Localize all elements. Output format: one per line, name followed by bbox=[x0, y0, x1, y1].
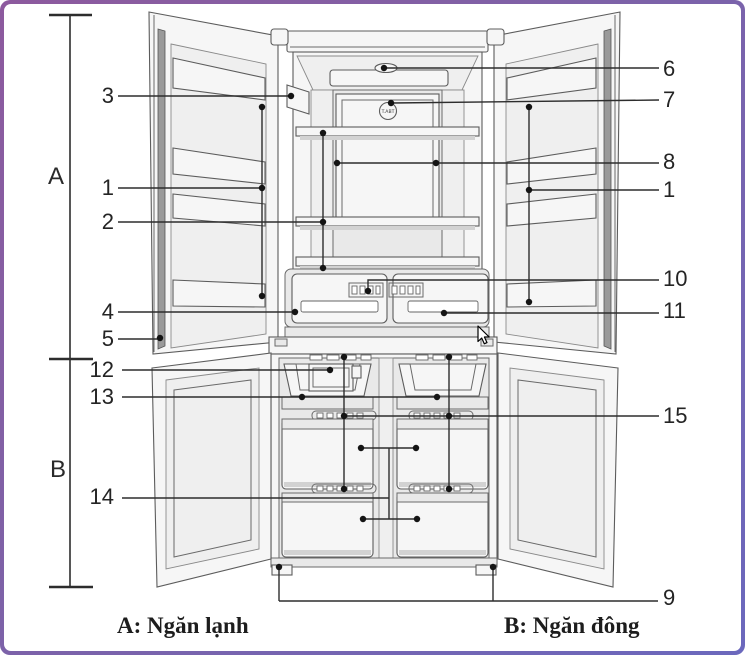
mouse-cursor bbox=[477, 325, 490, 345]
callout-label-8: 8 bbox=[663, 149, 676, 174]
callout-label-15: 15 bbox=[663, 403, 688, 428]
freezer-tray-right bbox=[396, 396, 489, 410]
callout-label-2: 2 bbox=[101, 209, 114, 234]
ice-tray bbox=[308, 363, 362, 392]
fridge-interior: T.ABT bbox=[284, 51, 490, 338]
deodorizer-badge-text: T.ABT bbox=[381, 109, 395, 115]
caption-cooler-compartment: A: Ngăn lạnh bbox=[117, 613, 249, 638]
callout-label-14: 14 bbox=[89, 484, 114, 509]
crisper-area bbox=[284, 268, 490, 328]
freezer-door-left bbox=[151, 352, 272, 588]
callout-label-12: 12 bbox=[89, 357, 114, 382]
cabinet-top bbox=[270, 28, 505, 53]
callout-lines bbox=[118, 64, 660, 602]
hinge-left bbox=[270, 28, 289, 46]
freezer-tray-left bbox=[281, 396, 374, 410]
callout-label-5: 5 bbox=[101, 326, 114, 351]
callout-label-4: 4 bbox=[101, 299, 114, 324]
control-display bbox=[348, 282, 424, 298]
section-letter-a: A bbox=[47, 163, 64, 190]
callout-label-9: 9 bbox=[663, 585, 676, 610]
freezer-vent-slots bbox=[309, 354, 478, 361]
callout-label-7: 7 bbox=[663, 87, 676, 112]
callout-label-1-left: 1 bbox=[101, 175, 114, 200]
freezer-drawers-middle bbox=[281, 418, 489, 490]
callout-label-13: 13 bbox=[89, 384, 114, 409]
freezer-interior bbox=[270, 353, 498, 576]
rating-label bbox=[286, 84, 310, 115]
freezer-door-right bbox=[497, 352, 619, 588]
callout-label-1-right: 1 bbox=[663, 177, 676, 202]
crisper-drawer-left bbox=[291, 273, 388, 324]
refrigerator-illustration: T.ABT bbox=[148, 11, 621, 588]
fridge-door-right bbox=[493, 11, 621, 355]
callout-label-3: 3 bbox=[101, 83, 114, 108]
hinge-right bbox=[486, 28, 505, 46]
crisper-drawer-right bbox=[392, 273, 489, 324]
cabinet-middle-band bbox=[268, 336, 498, 355]
callout-label-6: 6 bbox=[663, 56, 676, 81]
caption-freezer-compartment: B: Ngăn đông bbox=[504, 613, 640, 638]
glass-shelves bbox=[295, 126, 480, 270]
leveling-foot-right bbox=[475, 564, 497, 576]
section-bracket bbox=[49, 13, 93, 589]
fridge-door-left bbox=[148, 11, 279, 355]
section-letter-b: B bbox=[49, 456, 66, 483]
callout-label-11: 11 bbox=[663, 298, 686, 323]
freezer-flip-bins bbox=[283, 363, 487, 397]
callout-label-10: 10 bbox=[663, 266, 688, 291]
leveling-foot-left bbox=[271, 564, 293, 576]
